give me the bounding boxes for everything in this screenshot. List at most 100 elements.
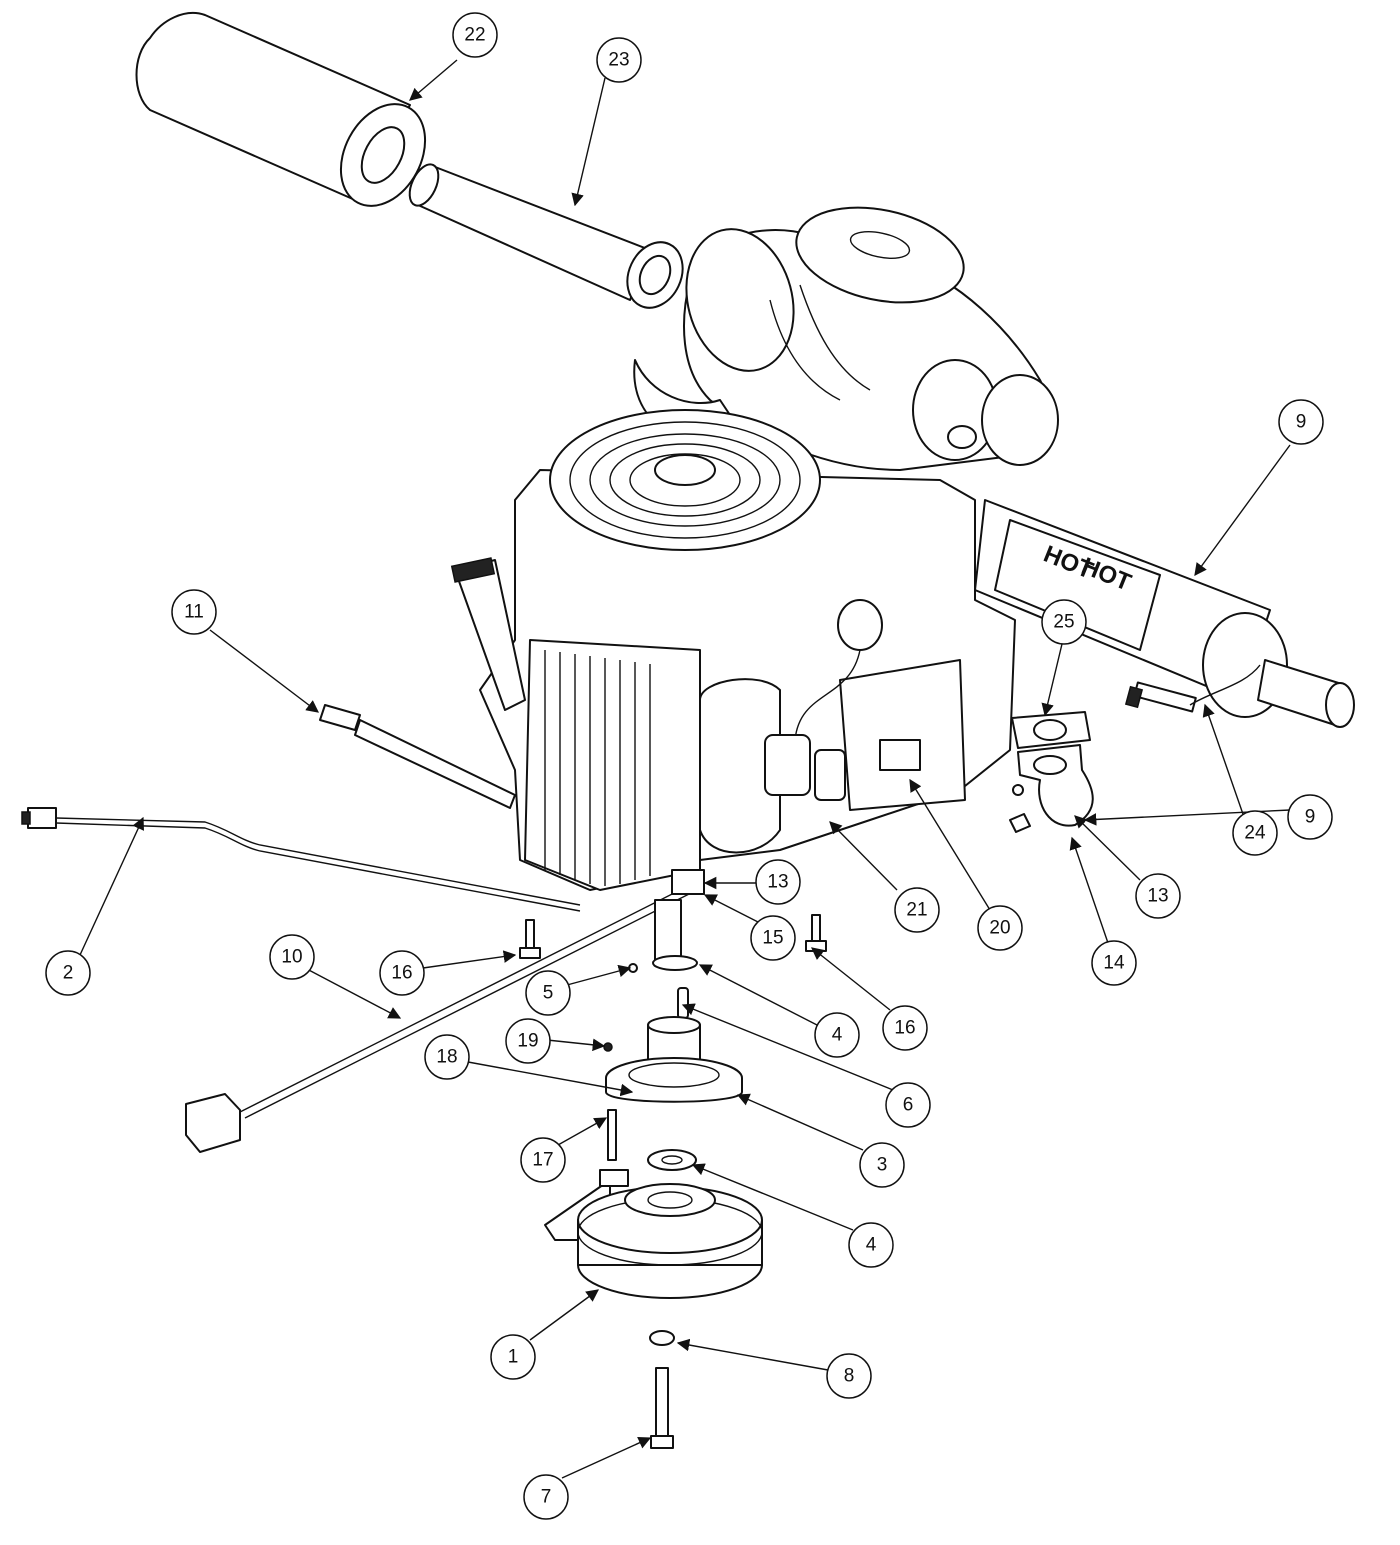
callout-2: 2 [45, 950, 91, 996]
callout-label: 16 [894, 1018, 915, 1039]
clutch-washer-lower [649, 1330, 675, 1346]
callout-label: 24 [1244, 823, 1266, 844]
exhaust-elbow [1009, 744, 1094, 833]
mounting-bolt-right [805, 914, 827, 952]
callout-label: 4 [832, 1025, 843, 1046]
callout-18: 18 [424, 1034, 470, 1080]
clutch-bolt [650, 1367, 674, 1449]
callout-9: 9 [1278, 399, 1324, 445]
pto-clutch [544, 1169, 763, 1299]
callout-label: 11 [184, 602, 204, 623]
callout-circle [596, 37, 642, 83]
callout-17: 17 [520, 1137, 566, 1183]
woodruff-key [628, 963, 689, 1019]
callout-label: 1 [508, 1347, 519, 1368]
callout-24: 24 [1232, 810, 1278, 856]
callout-20: 20 [977, 905, 1023, 951]
air-cleaner-housing [633, 206, 1059, 471]
callout-circle [755, 859, 801, 905]
callout-circle [520, 1137, 566, 1183]
callout-circle [814, 1012, 860, 1058]
callout-circle [848, 1222, 894, 1268]
callout-label: 20 [989, 918, 1010, 939]
callout-circle [379, 950, 425, 996]
mounting-bolt-left [519, 919, 541, 959]
callout-leaders [79, 59, 1291, 1479]
wire-harness [21, 807, 581, 912]
callout-label: 10 [281, 947, 302, 968]
callout-21: 21 [894, 887, 940, 933]
callout-circle [424, 1034, 470, 1080]
muffler: HOT HOT [974, 499, 1355, 728]
callout-circle [45, 950, 91, 996]
callout-14: 14 [1091, 940, 1137, 986]
exhaust-gasket [1011, 711, 1091, 749]
callout-label: 25 [1053, 612, 1074, 633]
callout-circle [894, 887, 940, 933]
callout-circle [490, 1334, 536, 1380]
callout-4: 4 [848, 1222, 894, 1268]
callout-16: 16 [379, 950, 425, 996]
fuel-line [319, 704, 516, 809]
callout-circle [1287, 794, 1333, 840]
callout-5: 5 [525, 970, 571, 1016]
callout-circle [1232, 810, 1278, 856]
callout-23: 23 [596, 37, 642, 83]
engine-block [450, 409, 1016, 891]
callout-label: 13 [1147, 886, 1168, 907]
air-cleaner-cover [135, 12, 427, 207]
callout-3: 3 [859, 1142, 905, 1188]
callout-label: 6 [903, 1095, 914, 1116]
callout-circle [750, 915, 796, 961]
callout-15: 15 [750, 915, 796, 961]
callout-circle [885, 1082, 931, 1128]
callout-label: 3 [877, 1155, 888, 1176]
callout-label: 15 [762, 928, 783, 949]
callout-22: 22 [452, 12, 498, 58]
callout-16: 16 [882, 1005, 928, 1051]
engine-pulley [603, 1016, 743, 1103]
callout-9: 9 [1287, 794, 1333, 840]
callout-label: 2 [63, 963, 74, 984]
callout-6: 6 [885, 1082, 931, 1128]
callout-4: 4 [814, 1012, 860, 1058]
callout-circle [523, 1474, 569, 1520]
callout-circle [269, 934, 315, 980]
callout-13: 13 [1135, 873, 1181, 919]
callout-bubbles: 1234456789910111313141516161718192021222… [45, 12, 1333, 1520]
callout-label: 19 [517, 1031, 538, 1052]
callout-circle [1278, 399, 1324, 445]
callout-13: 13 [755, 859, 801, 905]
callout-8: 8 [826, 1353, 872, 1399]
callout-19: 19 [505, 1018, 551, 1064]
callout-label: 9 [1305, 807, 1316, 828]
callout-label: 7 [541, 1487, 552, 1508]
callout-25: 25 [1041, 599, 1087, 645]
callout-7: 7 [523, 1474, 569, 1520]
callout-label: 17 [532, 1150, 553, 1171]
callout-circle [1091, 940, 1137, 986]
callout-label: 22 [464, 25, 485, 46]
callout-circle [826, 1353, 872, 1399]
air-filter-element [408, 163, 684, 309]
callout-circle [525, 970, 571, 1016]
callout-label: 14 [1103, 953, 1125, 974]
callout-label: 5 [543, 983, 554, 1004]
crankshaft [654, 899, 682, 961]
callout-label: 8 [844, 1366, 855, 1387]
callout-label: 4 [866, 1235, 877, 1256]
callout-label: 16 [391, 963, 412, 984]
spark-plug [1124, 664, 1261, 713]
callout-circle [171, 589, 217, 635]
callout-circle [505, 1018, 551, 1064]
callout-label: 18 [436, 1047, 457, 1068]
callout-circle [859, 1142, 905, 1188]
callout-circle [1135, 873, 1181, 919]
callout-circle [977, 905, 1023, 951]
callout-1: 1 [490, 1334, 536, 1380]
callout-circle [882, 1005, 928, 1051]
callout-label: 13 [767, 872, 788, 893]
callout-10: 10 [269, 934, 315, 980]
callout-label: 21 [906, 900, 927, 921]
